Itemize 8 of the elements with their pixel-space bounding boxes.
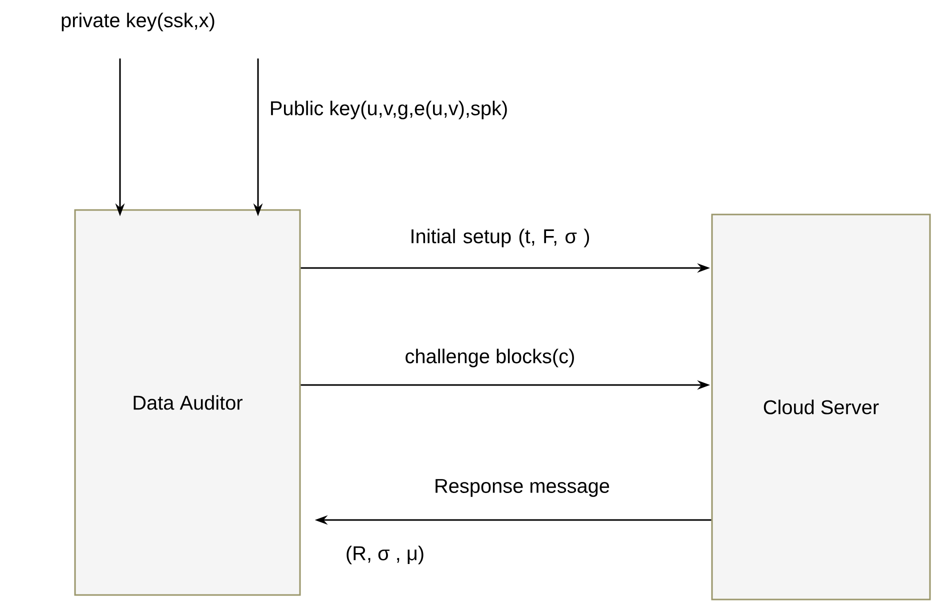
entity-box: Cloud Server bbox=[711, 214, 931, 600]
message-values: (R, σ , μ) bbox=[346, 546, 424, 564]
edge-label: Response message bbox=[436, 479, 610, 497]
key-text: private key(ssk,x) bbox=[62, 12, 214, 32]
edge-label: challenge blocks(c) bbox=[406, 348, 574, 368]
entity-box: Data Auditor bbox=[74, 209, 301, 596]
edge-label: Initial setup (t, F, σ ) bbox=[412, 228, 589, 248]
edge-label: Public key(u,v,g,e(u,v),spk) bbox=[271, 100, 507, 120]
